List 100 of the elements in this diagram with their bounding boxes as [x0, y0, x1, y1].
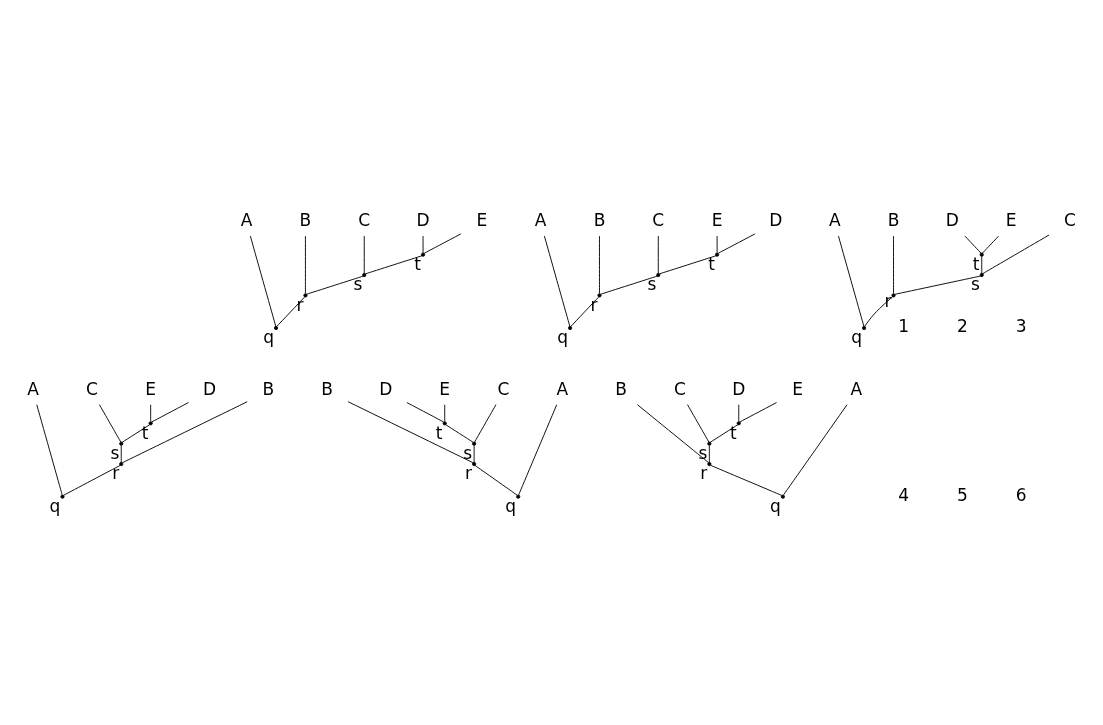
- connector: [518, 404, 558, 496]
- label: 4: [898, 485, 909, 505]
- node-text: C: [674, 379, 686, 400]
- node-text: A: [27, 379, 39, 400]
- node-label: q: [851, 327, 863, 348]
- node-point: [707, 441, 712, 446]
- connector: [864, 296, 893, 327]
- node-text: B: [262, 379, 275, 400]
- node-point: [516, 494, 521, 499]
- connector: [717, 233, 756, 254]
- node-point: [656, 272, 661, 278]
- node-point: [273, 325, 279, 331]
- connector: [716, 235, 718, 254]
- node-point: [707, 462, 712, 467]
- node-point: [60, 494, 65, 499]
- connector: [709, 424, 739, 443]
- connector: [708, 444, 710, 463]
- connector: [738, 404, 740, 422]
- label: 2: [956, 316, 968, 337]
- connector: [659, 255, 717, 275]
- node-label: q: [557, 327, 568, 348]
- node-label: q: [769, 495, 781, 516]
- node-label: t: [141, 422, 149, 443]
- node-text: D: [202, 379, 217, 400]
- node-text: E: [792, 379, 803, 400]
- label: 5: [956, 485, 968, 505]
- node-text: E: [439, 379, 451, 400]
- connector: [893, 235, 894, 295]
- connector: [304, 235, 306, 295]
- node-text: E: [476, 210, 488, 231]
- node-text: C: [85, 379, 98, 400]
- connector: [710, 464, 783, 496]
- node-point: [442, 421, 447, 426]
- connector: [964, 235, 982, 254]
- node-point: [862, 325, 867, 331]
- node-text: A: [240, 210, 253, 231]
- connector: [276, 296, 305, 327]
- connector: [406, 402, 444, 423]
- node-text: A: [556, 379, 569, 400]
- connector: [63, 465, 121, 496]
- node-label: r: [700, 463, 708, 484]
- node-point: [736, 421, 741, 426]
- node-label: t: [414, 253, 421, 274]
- connector: [306, 275, 364, 295]
- node-text: C: [1064, 210, 1076, 231]
- node-point: [597, 293, 602, 298]
- node-label: t: [435, 422, 443, 443]
- connector: [347, 401, 474, 464]
- connector: [981, 255, 983, 274]
- node-point: [979, 272, 984, 278]
- node-point: [472, 441, 477, 446]
- node-point: [119, 441, 124, 446]
- node-label: s: [647, 274, 657, 295]
- connector: [150, 404, 152, 422]
- connector: [982, 234, 1050, 275]
- node-label: s: [110, 442, 120, 463]
- label: 6: [1015, 485, 1027, 505]
- node-text: C: [497, 379, 510, 400]
- connector: [687, 404, 710, 443]
- connector: [473, 444, 475, 463]
- node-point: [780, 494, 785, 499]
- node-point: [421, 252, 426, 257]
- node-text: D: [416, 210, 430, 231]
- node-point: [362, 272, 367, 278]
- node-text: A: [850, 379, 863, 400]
- node-text: C: [358, 210, 371, 231]
- connector: [570, 296, 599, 327]
- node-label: r: [296, 294, 304, 315]
- connector: [599, 235, 600, 295]
- node-text: B: [299, 210, 312, 231]
- node-text: A: [828, 210, 841, 231]
- connector: [98, 404, 122, 443]
- node-text: A: [534, 210, 547, 231]
- connector: [249, 235, 277, 327]
- node-text: E: [1005, 210, 1017, 231]
- node-point: [148, 421, 153, 426]
- node-text: D: [732, 379, 746, 400]
- node-label: q: [263, 327, 274, 348]
- node-label: t: [729, 422, 737, 443]
- label: 3: [1015, 316, 1027, 337]
- node-point: [979, 252, 984, 257]
- connector: [36, 404, 63, 496]
- connector: [894, 275, 981, 295]
- node-text: D: [769, 210, 783, 231]
- node-label: r: [465, 463, 473, 484]
- node-label: s: [463, 442, 473, 463]
- connector: [783, 404, 848, 496]
- node-point: [715, 252, 720, 257]
- node-point: [303, 293, 308, 298]
- connector: [422, 235, 424, 254]
- connector: [838, 235, 865, 327]
- label: 1: [898, 316, 909, 337]
- connector: [122, 401, 248, 464]
- node-label: s: [698, 442, 708, 463]
- node-label: t: [972, 253, 980, 274]
- node-text: E: [711, 210, 723, 231]
- connector: [543, 235, 571, 327]
- node-point: [472, 462, 477, 467]
- node-point: [568, 325, 573, 331]
- node-text: D: [379, 379, 393, 400]
